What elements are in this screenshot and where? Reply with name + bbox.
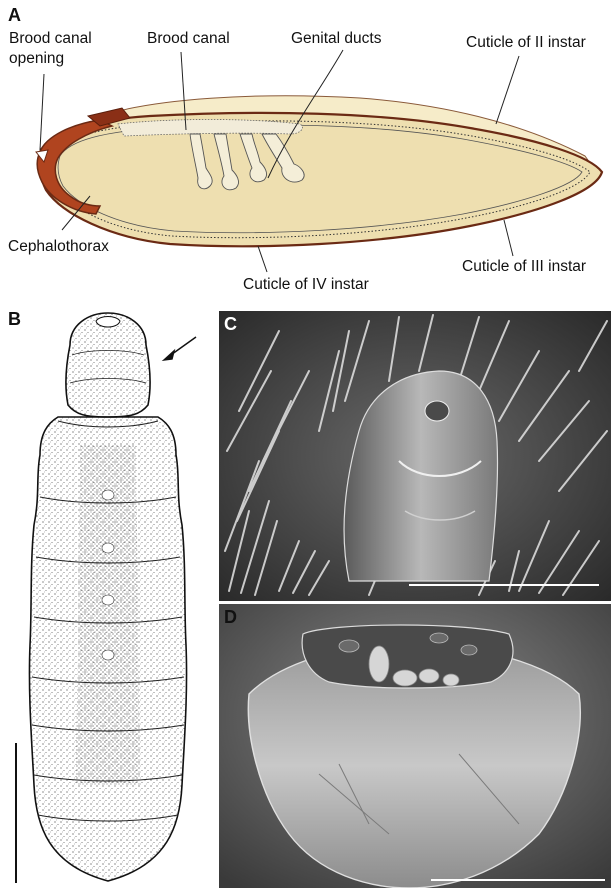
panel-d-letter: D — [224, 608, 237, 626]
arrow-pointer — [164, 337, 196, 360]
label-brood-canal-opening-line2: opening — [9, 50, 64, 68]
label-cephalothorax: Cephalothorax — [8, 238, 109, 256]
panel-c-letter: C — [224, 314, 237, 335]
label-cuticle-iv: Cuticle of IV instar — [243, 276, 369, 294]
label-cuticle-ii: Cuticle of II instar — [466, 34, 586, 52]
label-cuticle-iii: Cuticle of III instar — [462, 258, 586, 276]
larva-head — [66, 313, 150, 417]
panel-d-sem-image — [219, 604, 611, 888]
label-brood-canal: Brood canal — [147, 30, 230, 48]
panel-c-sem-image — [219, 311, 611, 601]
panel-b-larva-drawing — [0, 305, 215, 885]
label-brood-canal-opening-line1: Brood canal — [9, 30, 92, 48]
label-genital-ducts: Genital ducts — [291, 30, 381, 48]
